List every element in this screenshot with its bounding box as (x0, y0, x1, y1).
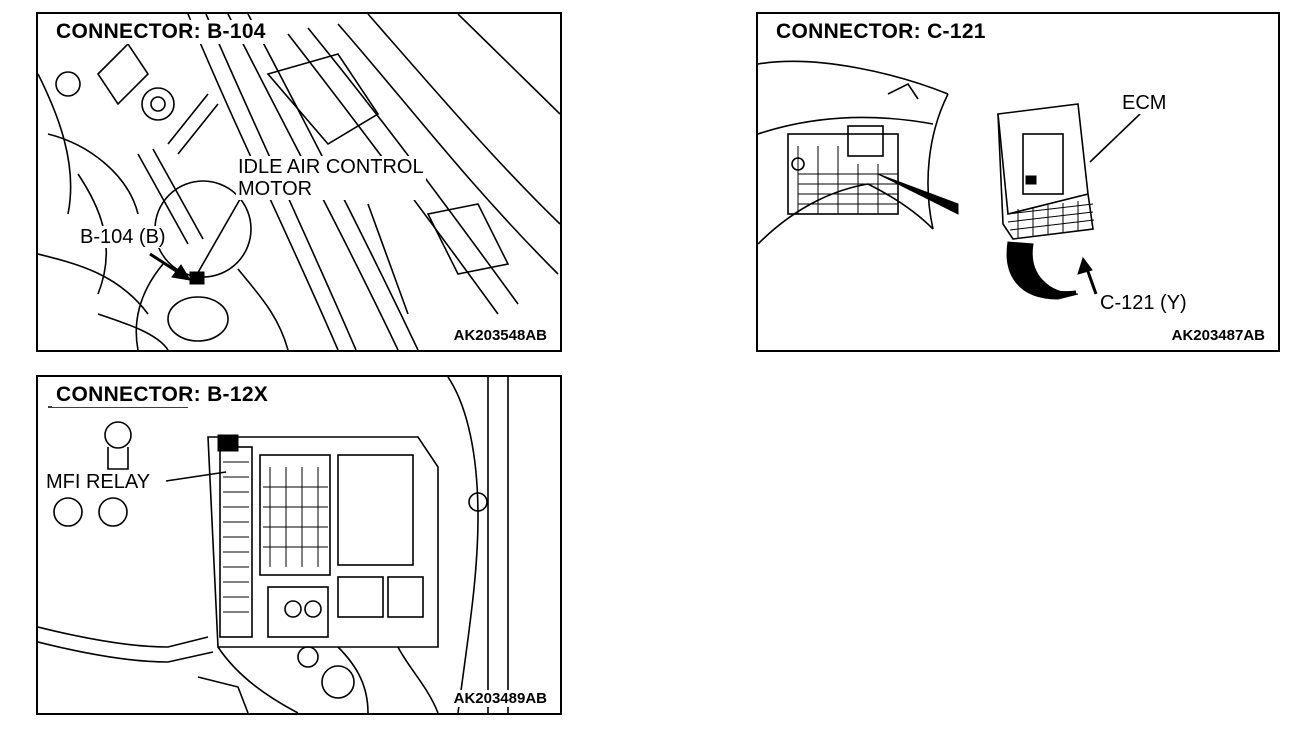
connector-label: B-104 (B) (78, 226, 168, 248)
panel-b12x: CONNECTOR: B-12X MFI RELAY AK203489AB (36, 375, 562, 715)
figure-code: AK203487AB (1168, 327, 1268, 344)
figure-code: AK203489AB (450, 690, 550, 707)
panel-title: CONNECTOR: C-121 (772, 20, 990, 44)
ecm-label: ECM (1120, 92, 1169, 114)
arrow-icon (1077, 256, 1093, 275)
panel-b104: CONNECTOR: B-104 IDLE AIR CONTROL MOTOR … (36, 12, 562, 352)
relay-label: MFI RELAY (44, 471, 153, 493)
panel-title: CONNECTOR: B-104 (52, 20, 270, 44)
component-label-line2: MOTOR (238, 178, 313, 200)
figure-code: AK203548AB (450, 327, 550, 344)
arrow-icon (171, 264, 191, 281)
component-label-line1: IDLE AIR CONTROL (238, 156, 424, 178)
connector-label: C-121 (Y) (1098, 292, 1189, 314)
component-label: IDLE AIR CONTROL MOTOR (236, 156, 426, 200)
b12x-relay-box-illustration (38, 377, 509, 713)
c121-ecm-illustration (758, 60, 1141, 300)
panel-title: CONNECTOR: B-12X (52, 383, 273, 407)
panel-c121: CONNECTOR: C-121 ECM C-121 (Y) AK203487A… (756, 12, 1280, 352)
